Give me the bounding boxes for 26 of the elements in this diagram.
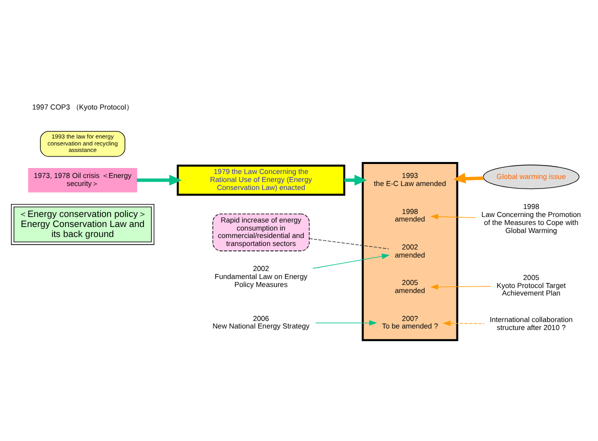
node-text: 1998 amended <box>394 206 426 224</box>
label: 1997 COP3 （Kyoto Protocol） <box>32 102 134 112</box>
node-box: ＜Energy conservation policy＞ Energy Conservation Law and its back ground <box>10 204 154 245</box>
node-text: 2005 Kyoto Protocol Target Achievement Plan <box>496 272 566 298</box>
node-text: International collaboration structure after 2010 ? <box>490 315 573 332</box>
node-text: 2002 Fundamental Law on Energy Policy Measures <box>214 264 308 290</box>
arrow <box>430 214 476 220</box>
node-text: 2005 amended <box>394 278 426 296</box>
arrow <box>344 174 367 186</box>
arrow <box>442 320 484 326</box>
node-text: 1998 Law Concerning the Promotion of the Measures to Cope with Global Warming <box>481 202 581 235</box>
node-ellipse: Global warming issue <box>482 164 580 190</box>
cluster <box>362 162 458 342</box>
arrow <box>136 174 182 186</box>
arrow <box>312 254 390 269</box>
node-box: Rapid increase of energy consumption in commercial/residential and transportation sectors <box>212 214 310 252</box>
arrow <box>430 284 492 290</box>
arrow <box>453 172 484 184</box>
node-box: 1973, 1978 Oil crisis ＜Energy security＞ <box>28 168 138 192</box>
node-text: 2002 amended <box>394 242 426 260</box>
node-text: 1993 the E-C Law amended <box>374 171 446 188</box>
connector <box>309 238 390 250</box>
node-text: 200? To be amended ? <box>382 314 438 331</box>
node-box: 1979 the Law Concerning the Rational Use of Energy (Energy Conservation Law) enacted <box>176 164 346 196</box>
node-text: 2006 New National Energy Strategy <box>212 314 310 331</box>
arrow <box>315 320 378 326</box>
